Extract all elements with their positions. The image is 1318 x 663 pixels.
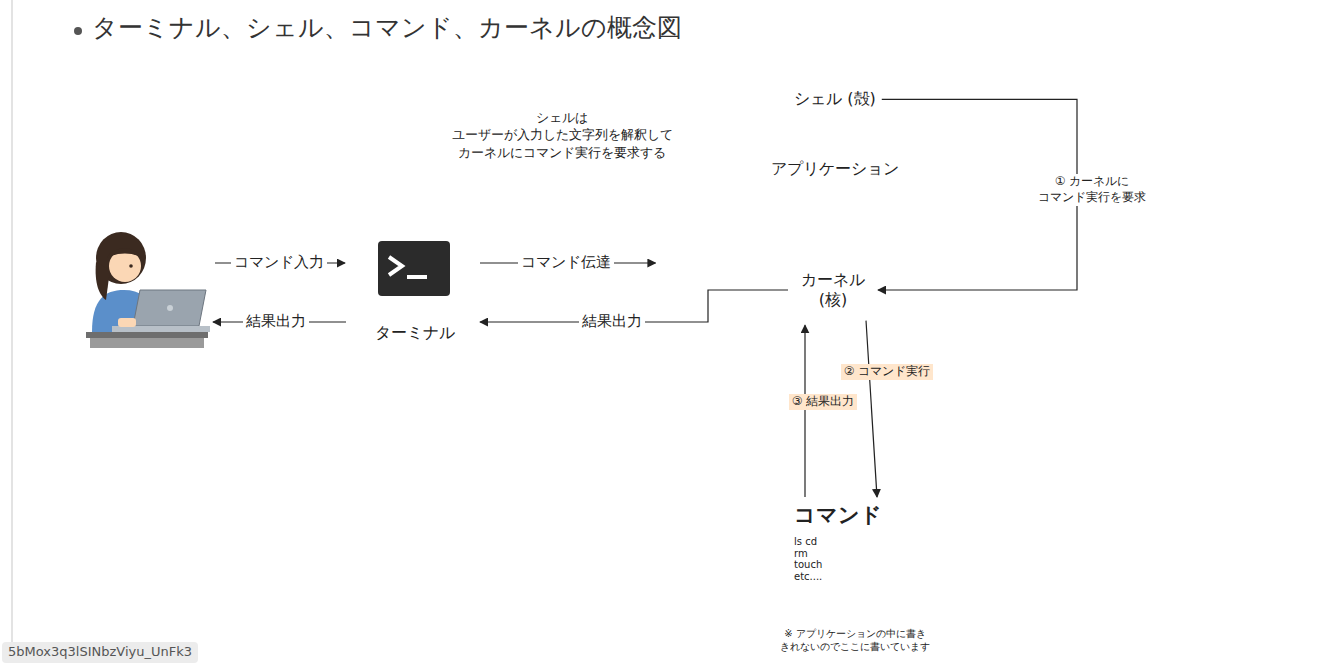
application-circle-shape: [679, 116, 1034, 471]
edge-label: コマンド伝達: [518, 253, 614, 273]
bullet: [74, 27, 82, 35]
arrow-label: 結果出力: [243, 312, 309, 332]
desk-top: [86, 332, 208, 338]
edge-label: 結果出力: [579, 312, 645, 332]
note-box: シェルは ユーザーが入力した文字列を解釈して カーネルにコマンド実行を要求する: [430, 95, 694, 175]
shell-circle: シェル (殻) アプリケーションカーネル (核): [655, 77, 1055, 477]
command-box-shape: [789, 498, 896, 612]
page-rule: [11, 0, 13, 663]
footnote: ※ アプリケーションの中に書き きれないのでここに書いています: [771, 627, 939, 653]
shell-circle-shape: [656, 78, 1055, 477]
application-circle: アプリケーションカーネル (核): [678, 115, 1034, 471]
terminal-icon-cursor: [407, 275, 427, 279]
title: ターミナル、シェル、コマンド、カーネルの概念図: [92, 12, 682, 45]
edge-label: ① カーネルに コマンド実行を要求: [1030, 174, 1154, 205]
note-text: シェルは ユーザーが入力した文字列を解釈して カーネルにコマンド実行を要求する: [440, 109, 684, 162]
terminal-icon: [378, 241, 450, 296]
kernel-circle: カーネル (核): [788, 245, 878, 335]
terminal-box: ターミナル: [350, 228, 480, 350]
terminal-box-shape: [350, 228, 480, 350]
kernel-label: カーネル (核): [797, 270, 869, 310]
application-label: アプリケーション: [771, 159, 899, 180]
command-list: ls cd rm touch etc....: [794, 536, 822, 582]
note-box-shape: [431, 96, 694, 175]
connector: [866, 321, 877, 497]
user-fringe: [107, 248, 142, 258]
desk-front: [90, 338, 204, 348]
user-eye: [129, 264, 133, 268]
edge-label: ③ 結果出力: [789, 394, 858, 410]
connector: [804, 325, 805, 497]
user-hair-back: [96, 262, 110, 300]
laptop-logo: [167, 305, 173, 311]
command-heading: コマンド: [794, 503, 882, 528]
user-illustration: [86, 232, 210, 348]
id-tag: 5bMox3q3lSINbzViyu_UnFk3: [2, 642, 198, 663]
terminal-icon-frame: [378, 241, 450, 296]
terminal-label: ターミナル: [375, 323, 455, 344]
arrow-label: コマンド入力: [231, 253, 327, 273]
shell-label: シェル (殻): [794, 89, 876, 110]
user-hand: [118, 318, 136, 327]
terminal-icon-prompt: [389, 257, 402, 275]
edge-label: ② コマンド実行: [841, 364, 934, 380]
command-box: コマンド ls cd rm touch etc....: [788, 497, 896, 612]
laptop-screen: [133, 290, 206, 326]
kernel-circle-shape: [789, 246, 878, 335]
